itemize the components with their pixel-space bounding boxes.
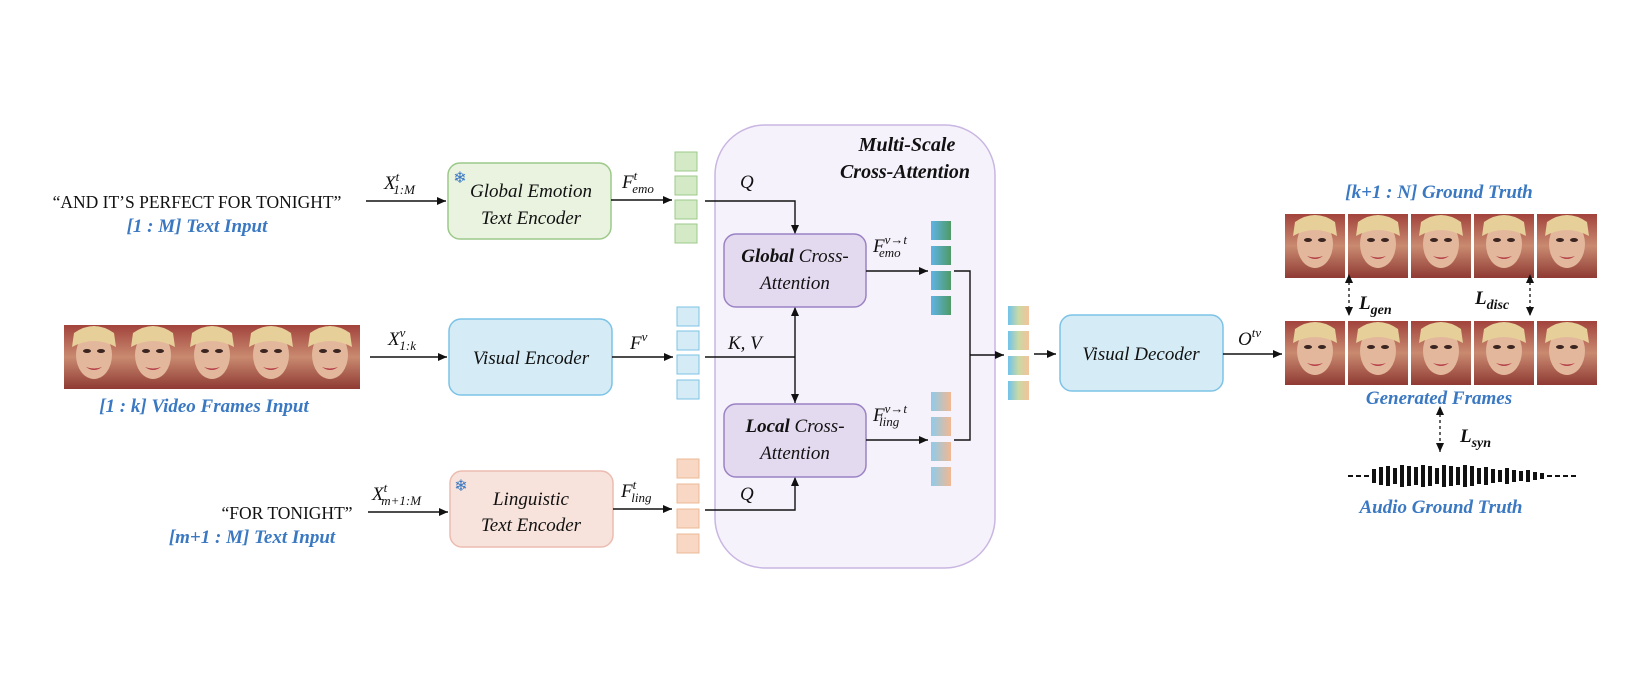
q-bottom-label: Q [740, 484, 754, 505]
video-frames-input [64, 325, 360, 389]
waveform-bar [1505, 468, 1509, 484]
svg-text:Linguistic: Linguistic [492, 489, 570, 510]
fused-tokens [1008, 306, 1029, 400]
svg-text:Visual Decoder: Visual Decoder [1082, 344, 1200, 365]
waveform-bar [1547, 475, 1552, 477]
loss-syn: Lsyn [1459, 426, 1491, 451]
waveform-bar [1491, 469, 1495, 483]
emotion-feature-tokens [674, 151, 698, 244]
snowflake-icon: ❄ [454, 476, 467, 495]
waveform-bar [1571, 475, 1576, 477]
svg-text:Local Cross-: Local Cross- [744, 416, 844, 437]
linguistic-feature-tokens [676, 458, 700, 554]
svg-text:Attention: Attention [758, 273, 830, 294]
visual-feature-tokens [676, 306, 700, 400]
waveform-bar [1512, 470, 1516, 482]
waveform-bar [1533, 472, 1537, 480]
f-v-symbol: Fv [629, 329, 648, 354]
audio-waveform [1348, 465, 1576, 487]
waveform-bar [1442, 465, 1446, 487]
waveform-bar [1364, 475, 1369, 477]
loss-gen: Lgen [1358, 293, 1392, 318]
svg-text:Visual Encoder: Visual Encoder [473, 348, 590, 369]
o-tv-symbol: Otv [1238, 325, 1261, 350]
global-emotion-text-encoder: Global Emotion Text Encoder [447, 162, 612, 240]
waveform-bar [1421, 465, 1425, 487]
visual-encoder: Visual Encoder [448, 318, 613, 396]
waveform-bar [1414, 467, 1418, 485]
waveform-bar [1470, 466, 1474, 486]
video-label: [1 : k] Video Frames Input [99, 396, 309, 417]
waveform-bar [1428, 466, 1432, 486]
waveform-bar [1393, 468, 1397, 484]
generated-frames [1285, 321, 1597, 385]
waveform-bar [1540, 473, 1544, 479]
waveform-bar [1348, 475, 1353, 477]
kv-label: K, V [727, 333, 764, 354]
snowflake-icon: ❄ [453, 168, 466, 187]
ground-truth-label: [k+1 : N] Ground Truth [1345, 182, 1533, 203]
waveform-bar [1526, 470, 1530, 482]
waveform-bar [1400, 465, 1404, 487]
waveform-bar [1519, 471, 1523, 481]
linguistic-text-encoder: Linguistic Text Encoder [449, 470, 614, 548]
global-output-tokens [931, 221, 951, 315]
waveform-bar [1386, 466, 1390, 486]
waveform-bar [1456, 467, 1460, 485]
svg-text:Text Encoder: Text Encoder [481, 208, 582, 229]
global-cross-attention: Global Cross- Attention [723, 233, 867, 308]
generated-frames-label: Generated Frames [1366, 388, 1512, 409]
svg-text:Text Encoder: Text Encoder [481, 515, 582, 536]
visual-decoder: Visual Decoder [1059, 314, 1224, 392]
loss-disc: Ldisc [1474, 288, 1510, 313]
local-output-tokens [931, 392, 951, 486]
waveform-bar [1484, 467, 1488, 485]
q-top-label: Q [740, 172, 754, 193]
waveform-bar [1463, 465, 1467, 487]
waveform-bar [1555, 475, 1560, 477]
text-label-top: [1 : M] Text Input [127, 216, 268, 237]
waveform-bar [1449, 466, 1453, 486]
audio-ground-truth-label: Audio Ground Truth [1359, 497, 1523, 518]
panel-title-line1: Multi-Scale [858, 134, 956, 156]
text-quote-top: “AND IT’S PERFECT FOR TONIGHT” [53, 192, 342, 212]
waveform-bar [1563, 475, 1568, 477]
waveform-bar [1372, 469, 1376, 483]
waveform-bar [1356, 475, 1361, 477]
waveform-bar [1379, 467, 1383, 485]
waveform-bar [1435, 468, 1439, 484]
panel-title-line2: Cross-Attention [840, 161, 970, 183]
waveform-bar [1498, 470, 1502, 482]
text-label-bottom: [m+1 : M] Text Input [169, 527, 336, 548]
local-cross-attention: Local Cross- Attention [723, 403, 867, 478]
text-quote-bottom: “FOR TONIGHT” [221, 503, 352, 523]
svg-text:Global Cross-: Global Cross- [741, 246, 849, 267]
ground-truth-frames [1285, 214, 1597, 278]
svg-text:Attention: Attention [758, 443, 830, 464]
waveform-bar [1407, 466, 1411, 486]
svg-text:Global Emotion: Global Emotion [470, 181, 592, 202]
waveform-bar [1477, 468, 1481, 484]
